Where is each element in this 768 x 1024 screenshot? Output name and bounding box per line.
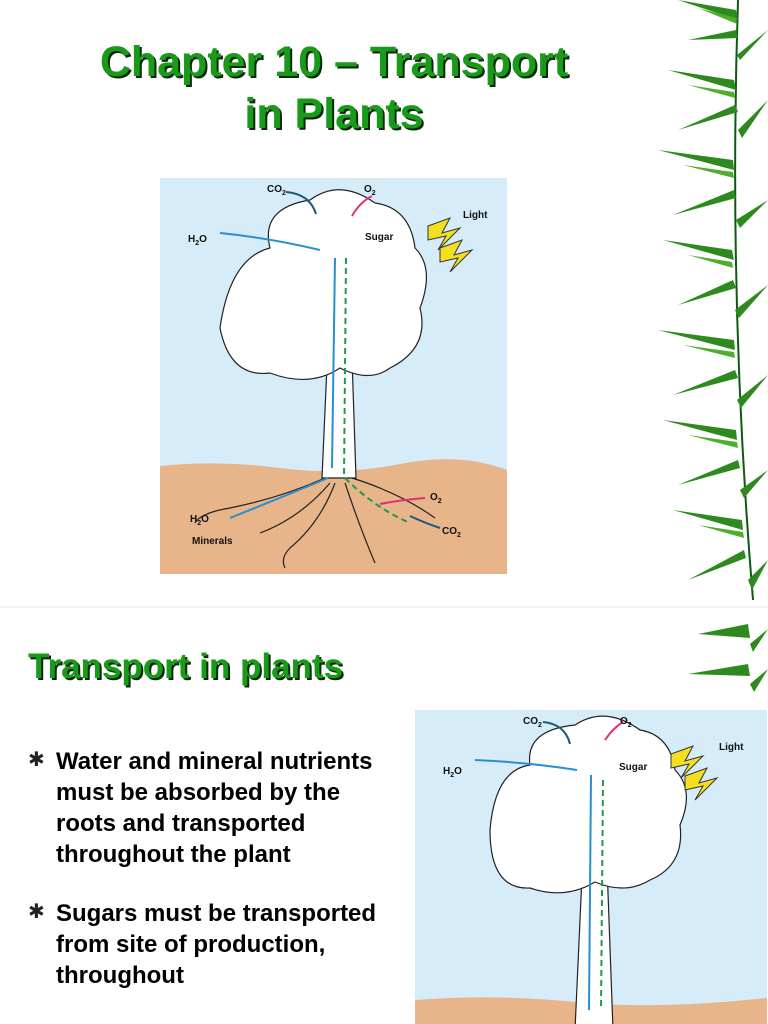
- label-co2-top: CO2: [267, 184, 286, 197]
- slide-divider: [0, 606, 768, 608]
- label-o2: O2: [620, 716, 632, 729]
- title-line-1: Chapter 10 – Transport: [99, 38, 569, 86]
- label-h2o: H2O: [443, 766, 462, 779]
- label-co2: CO2: [523, 716, 542, 729]
- palm-foliage-icon: [658, 0, 768, 600]
- slide-1: Chapter 10 – Transport in Plants: [14, 0, 768, 600]
- label-light: Light: [463, 210, 488, 221]
- label-minerals: Minerals: [192, 536, 233, 547]
- title-line-2: in Plants: [244, 90, 424, 138]
- label-sugar: Sugar: [619, 762, 647, 773]
- tree-transport-diagram: CO2 O2 Light Sugar H2O: [415, 710, 767, 1024]
- label-co2-bottom: CO2: [442, 526, 461, 539]
- bullet-item: ✱ Water and mineral nutrients must be ab…: [28, 746, 400, 870]
- slide-2: Transport in plants ✱ Water and mineral …: [0, 624, 768, 1024]
- asterisk-bullet-icon: ✱: [28, 901, 45, 923]
- page-title: Chapter 10 – Transport in Plants: [14, 36, 654, 140]
- label-o2-bottom: O2: [430, 492, 442, 505]
- bullet-text: Water and mineral nutrients must be abso…: [56, 748, 373, 868]
- label-sugar: Sugar: [365, 232, 393, 243]
- label-h2o-top: H2O: [188, 234, 207, 247]
- label-o2-top: O2: [364, 184, 376, 197]
- bullet-item: ✱ Sugars must be transported from site o…: [28, 898, 400, 991]
- palm-foliage-icon: [688, 624, 768, 692]
- label-light: Light: [719, 742, 744, 753]
- bullet-list: ✱ Water and mineral nutrients must be ab…: [28, 746, 400, 1019]
- asterisk-bullet-icon: ✱: [28, 749, 45, 771]
- section-heading: Transport in plants: [28, 647, 344, 686]
- label-h2o-bottom: H2O: [190, 514, 209, 527]
- bullet-text: Sugars must be transported from site of …: [56, 900, 377, 989]
- tree-transport-diagram: CO2 O2 Light Sugar H2O O2 H2O CO2 Minera…: [160, 178, 507, 574]
